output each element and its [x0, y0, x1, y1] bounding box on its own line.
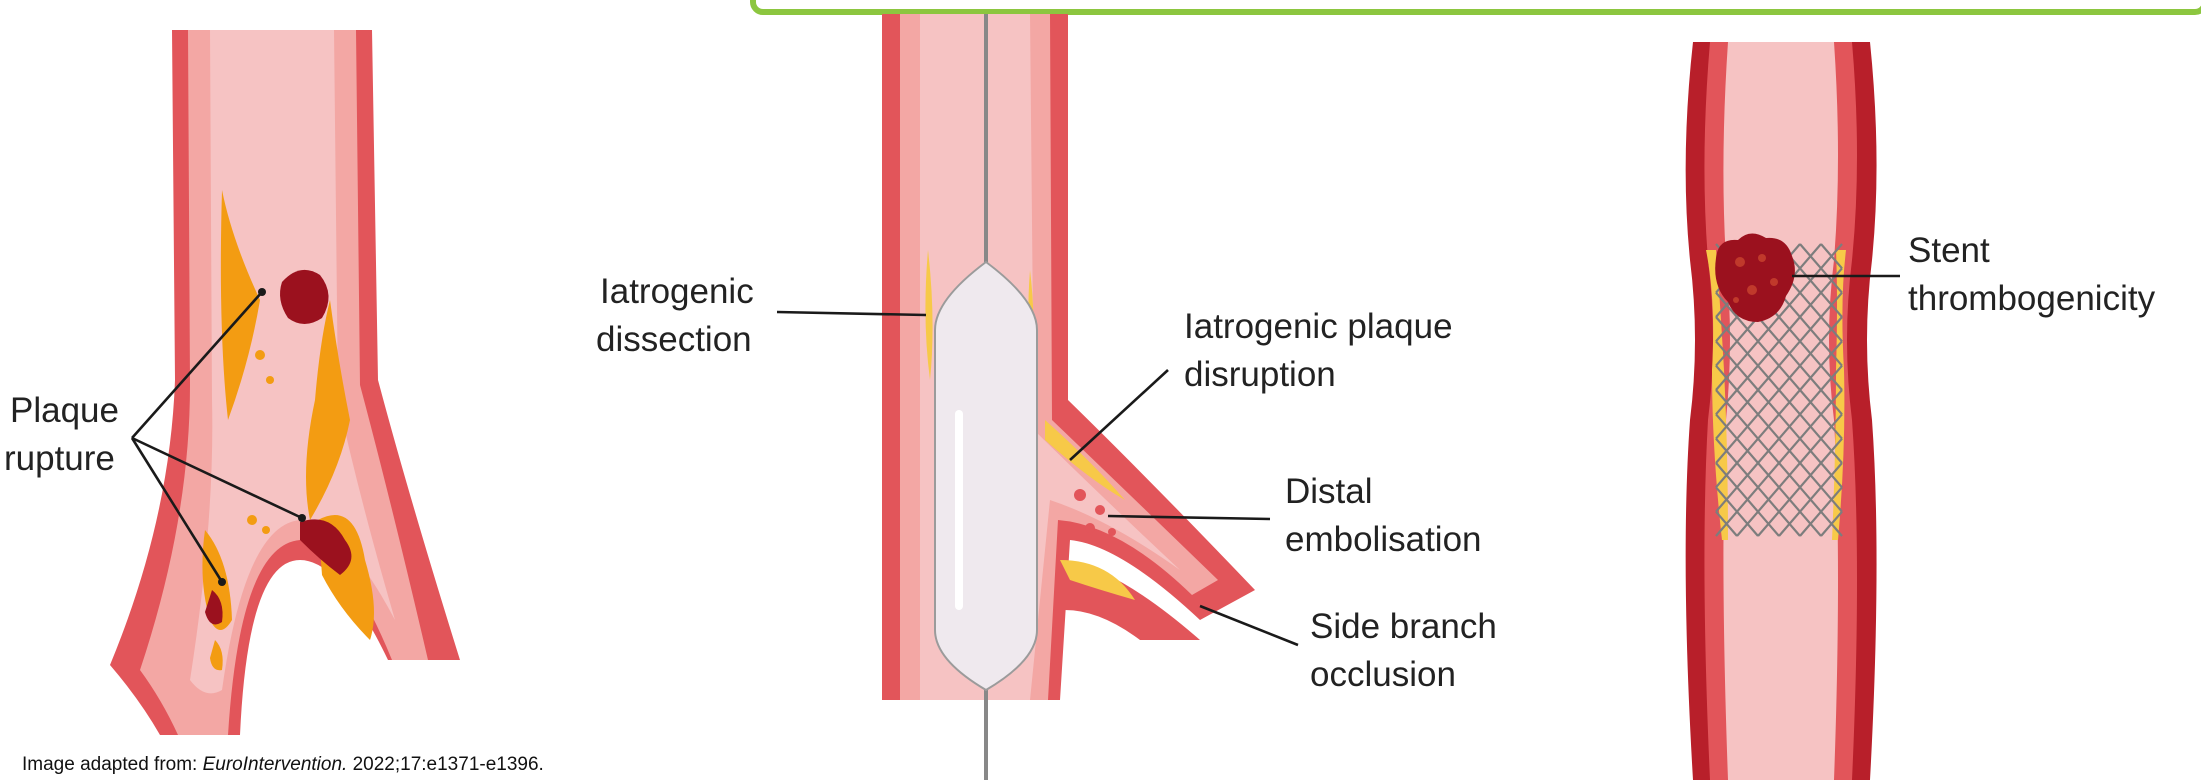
balloon — [935, 262, 1037, 690]
panel-plaque-rupture: Plaque rupture — [4, 30, 460, 735]
panel-balloon-angioplasty: Iatrogenic dissection Iatrogenic plaque … — [596, 14, 1497, 780]
image-credit-prefix: Image adapted from: — [22, 754, 203, 775]
plaque-rupture-label-line1: Plaque — [10, 391, 119, 430]
stent-label-line1: Stent — [1908, 231, 1990, 270]
disruption-leader — [1070, 370, 1168, 460]
embolus — [1108, 528, 1116, 536]
panel-stent: Stent thrombogenicity — [1686, 42, 2156, 780]
title-banner — [753, 0, 2201, 12]
image-credit: Image adapted from: EuroIntervention. 20… — [22, 754, 544, 775]
dissection-label-line2: dissection — [596, 320, 752, 359]
embolus — [1085, 523, 1095, 533]
embolus — [1074, 489, 1086, 501]
artery-bifurcation-illustration — [110, 30, 460, 735]
embolus — [1095, 505, 1105, 515]
dissection-label-line1: Iatrogenic — [600, 272, 754, 311]
disruption-label-line2: disruption — [1184, 355, 1336, 394]
side-branch-leader — [1200, 606, 1298, 645]
side-branch-label-line2: occlusion — [1310, 655, 1456, 694]
disruption-label-line1: Iatrogenic plaque — [1184, 307, 1453, 346]
side-branch-label-line1: Side branch — [1310, 607, 1497, 646]
embolisation-label-line1: Distal — [1285, 472, 1373, 511]
stent-label-line2: thrombogenicity — [1908, 279, 2156, 318]
image-credit-citation: 2022;17:e1371-e1396. — [347, 754, 544, 775]
thrombus-upper — [280, 270, 329, 324]
image-credit-journal: EuroIntervention. — [203, 754, 348, 775]
balloon-artery-illustration — [882, 14, 1255, 780]
embolisation-label-line2: embolisation — [1285, 520, 1482, 559]
plaque-rupture-label-line2: rupture — [4, 439, 115, 478]
